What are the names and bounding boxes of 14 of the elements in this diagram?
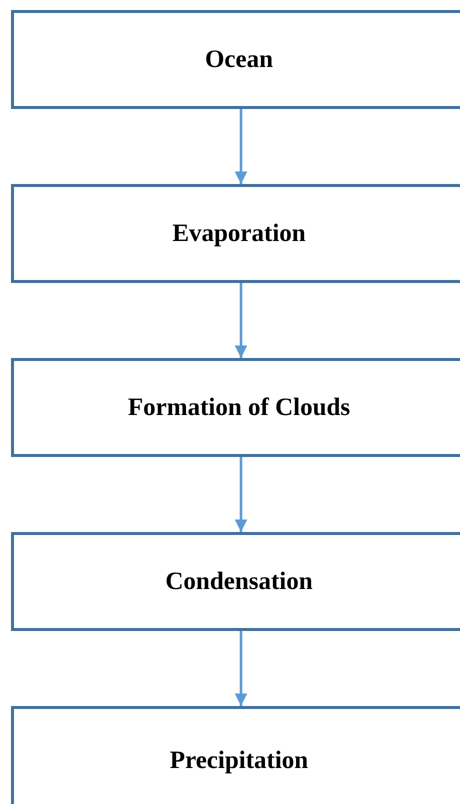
- arrow: [234, 457, 248, 532]
- arrow: [234, 283, 248, 358]
- process-box: [11, 358, 460, 457]
- process-box: [11, 10, 460, 109]
- arrow: [234, 631, 248, 706]
- process-box: [11, 532, 460, 631]
- step-label: Precipitation: [170, 747, 308, 775]
- step-label: Formation of Clouds: [128, 394, 350, 422]
- step-label: Condensation: [165, 568, 313, 596]
- arrow: [234, 109, 248, 184]
- process-box: [11, 706, 460, 804]
- step-label: Ocean: [204, 46, 274, 74]
- step-label: Evaporation: [172, 220, 306, 248]
- process-box: [11, 184, 460, 283]
